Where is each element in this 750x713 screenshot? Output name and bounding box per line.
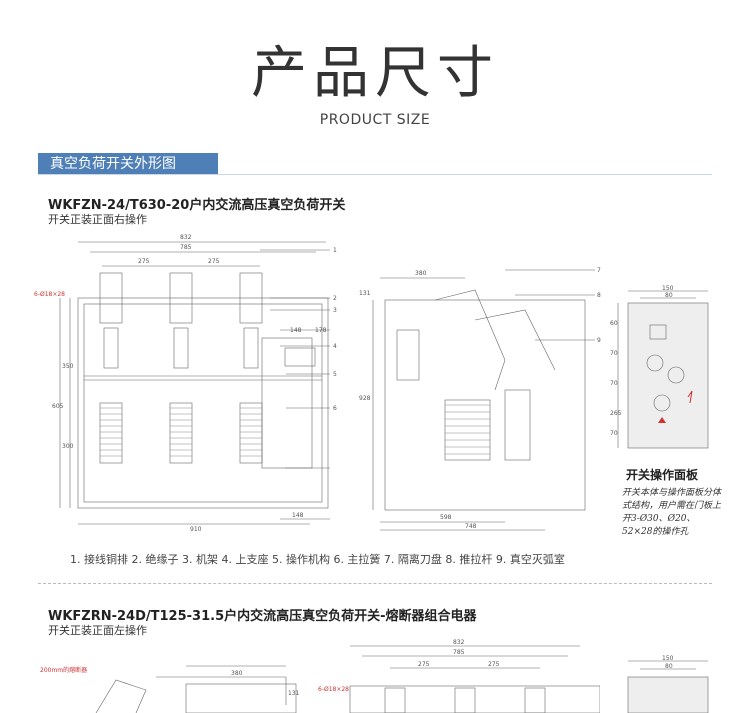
callout-4: 4 xyxy=(333,343,337,350)
panel-dim-70c: 70 xyxy=(610,430,618,437)
p2-side-dim-131: 131 xyxy=(288,690,300,697)
callout-7: 7 xyxy=(597,267,601,274)
p2-dim-785: 785 xyxy=(453,649,465,656)
callout-8: 8 xyxy=(597,292,601,299)
page-title: 产品尺寸 xyxy=(251,41,499,106)
dim-275-left: 275 xyxy=(138,258,150,265)
p2-dim-275-left: 275 xyxy=(418,661,430,668)
callout-6: 6 xyxy=(333,405,337,412)
product1-mount: 开关正装正面右操作 xyxy=(48,213,147,226)
panel-dim-80: 80 xyxy=(665,292,673,299)
p2-side-dim-380: 380 xyxy=(231,670,243,677)
side-dim-598: 598 xyxy=(440,514,452,521)
dim-300: 300 xyxy=(62,443,74,450)
dim-350: 350 xyxy=(62,363,74,370)
side-view-drawing: 380 131 928 598 748 7 8 9 xyxy=(359,267,601,531)
p2-panel-dim-80: 80 xyxy=(665,663,673,670)
p2-dim-832: 832 xyxy=(453,639,465,646)
dim-hole: 6-Ø18×28 xyxy=(34,291,65,298)
dim-178: 178 xyxy=(315,327,327,334)
fuse-label: 200mm的熔断器 xyxy=(40,666,87,674)
product2-side-drawing: 200mm的熔断器 380 131 xyxy=(40,665,300,713)
side-dim-131: 131 xyxy=(359,290,371,297)
panel-description: 开关本体与操作面板分体式结构，用户需在门板上开3-Ø30、Ø20、52×28的操… xyxy=(622,488,722,537)
callout-3: 3 xyxy=(333,307,337,314)
p2-dim-hole: 6-Ø18×28 xyxy=(318,686,349,693)
product2-mount: 开关正装正面左操作 xyxy=(48,624,147,637)
operation-panel-drawing: 150 80 60 70 70 265 70 xyxy=(610,285,709,449)
dim-605: 605 xyxy=(52,403,64,410)
p2-dim-275-right: 275 xyxy=(488,661,500,668)
callout-9: 9 xyxy=(597,337,601,344)
dim-148a: 148 xyxy=(290,327,302,334)
dim-148b: 148 xyxy=(292,512,304,519)
product2-model: WKFZRN-24D/T125-31.5户内交流高压真空负荷开关-熔断器组合电器 xyxy=(48,609,477,624)
side-dim-748: 748 xyxy=(465,523,477,530)
dim-910: 910 xyxy=(190,526,202,533)
page-subtitle: PRODUCT SIZE xyxy=(319,112,431,128)
product1-model: WKFZN-24/T630-20户内交流高压真空负荷开关 xyxy=(48,198,346,213)
panel-dim-70a: 70 xyxy=(610,350,618,357)
callout-1: 1 xyxy=(333,247,337,254)
callout-5: 5 xyxy=(333,371,337,378)
callout-2: 2 xyxy=(333,295,337,302)
dim-832: 832 xyxy=(180,234,192,241)
section-header: 真空负荷开关外形图 xyxy=(38,153,218,175)
side-dim-380: 380 xyxy=(415,270,427,277)
dim-275-right: 275 xyxy=(208,258,220,265)
panel-title: 开关操作面板 xyxy=(626,468,699,482)
panel-dim-150: 150 xyxy=(662,285,674,292)
parts-legend: 1. 接线铜排 2. 绝缘子 3. 机架 4. 上支座 5. 操作机构 6. 主… xyxy=(70,553,565,566)
side-dim-928: 928 xyxy=(359,395,371,402)
product2-front-drawing: 832 785 275 275 6-Ø18×28 xyxy=(318,639,600,713)
section-divider xyxy=(38,583,712,584)
p2-panel-dim-150: 150 xyxy=(662,655,674,662)
product2-panel-drawing: 150 80 xyxy=(627,655,709,713)
panel-dim-70b: 70 xyxy=(610,380,618,387)
front-view-drawing: 832 785 275 275 6-Ø18×28 350 300 605 148… xyxy=(34,234,337,533)
section-underline xyxy=(38,174,712,175)
panel-dim-265: 265 xyxy=(610,410,622,417)
dim-785: 785 xyxy=(180,244,192,251)
panel-dim-60: 60 xyxy=(610,320,618,327)
